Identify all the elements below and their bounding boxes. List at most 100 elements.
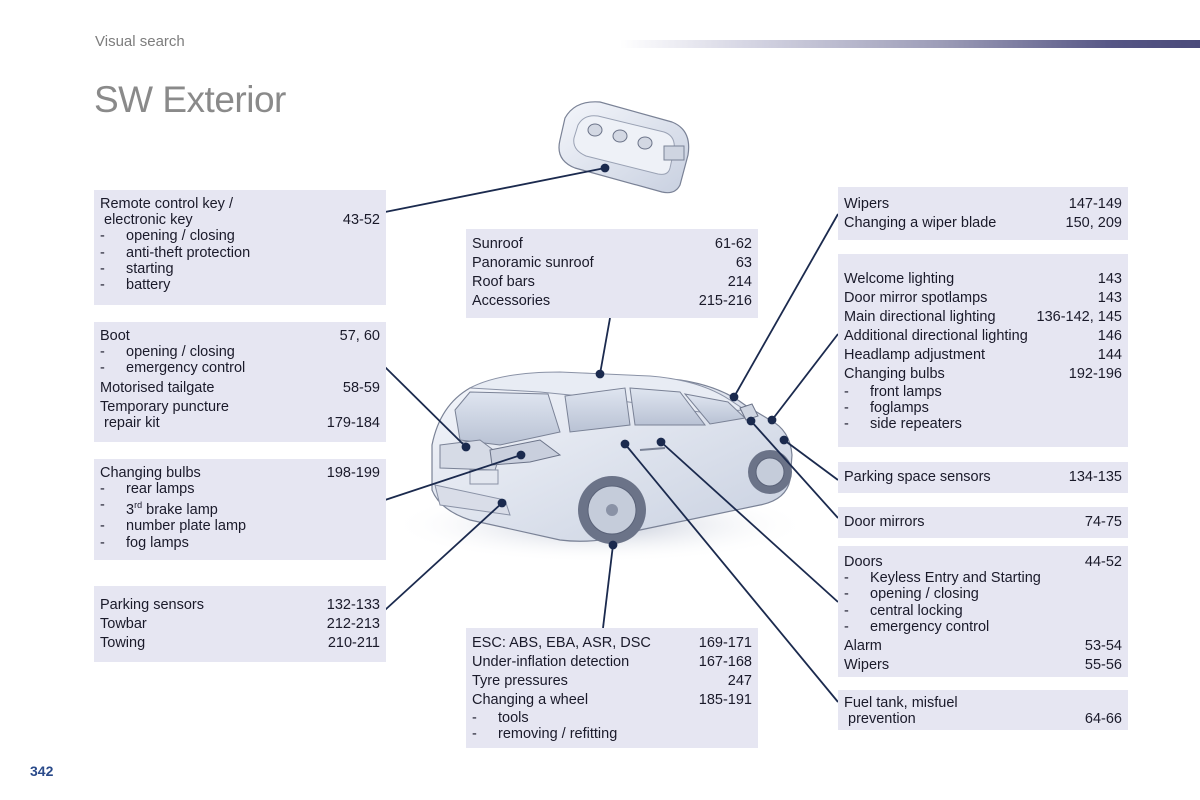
wipers-pages: 147-149 [1068,196,1122,212]
header-gradient-bar [620,40,1200,48]
estate-car-icon [390,371,810,563]
lighting-pages: 144 [1097,347,1122,363]
parking-space-label: Parking space sensors [844,469,991,485]
dash: - [844,416,849,432]
doors-pages: 44-52 [1084,554,1122,570]
lighting-pages: 143 [1097,290,1122,306]
boot-label: Boot [100,328,130,344]
dash: - [100,534,105,551]
brake-sup: rd [134,500,143,511]
lighting-sub-item: foglamps [870,400,929,416]
doors-sub-item: emergency control [870,618,990,635]
roof-label: Accessories [472,293,551,309]
dash: - [844,618,849,635]
lighting-label: Door mirror spotlamps [844,290,988,306]
roof-label: Panoramic sunroof [472,255,594,271]
doors-sub-item: central locking [870,602,963,619]
boot-pages: 57, 60 [339,328,380,344]
lighting-label: Headlamp adjustment [844,347,986,363]
roof-pages: 215-216 [698,293,752,309]
key-title-line1: Remote control key / [100,196,233,212]
fuel-line1: Fuel tank, misfuel [844,695,958,711]
wheels-sub-item: tools [498,710,529,726]
lighting-sub-item: front lamps [870,384,942,400]
section-label: Visual search [95,33,185,50]
wheels-pages: 169-171 [698,635,752,651]
lighting-pages: 192-196 [1068,366,1122,382]
lighting-label: Welcome lighting [844,271,955,287]
door-mirrors-box: Door mirrors 74-75 [838,507,1128,538]
lighting-label: Changing bulbs [844,366,945,382]
dash: - [844,384,849,400]
tailgate-pages: 58-59 [342,379,380,396]
key-pages: 43-52 [342,212,380,229]
wheels-label: ESC: ABS, EBA, ASR, DSC [472,635,651,651]
alarm-pages: 53-54 [1084,638,1122,655]
wipers-label: Wipers [844,196,890,212]
wheels-label: Tyre pressures [472,673,568,689]
parking-pages: 210-211 [327,635,380,651]
lighting-pages: 136-142, 145 [1036,309,1122,325]
dash: - [100,360,105,377]
wheels-pages: 167-168 [698,654,752,670]
rear-bulbs-box: Changing bulbs 198-199 - rear lamps - 3rd b… [94,459,386,560]
rear-bulbs-sub-item: fog lamps [126,534,189,551]
dash: - [472,726,477,742]
dash: - [472,710,477,726]
parking-space-box: Parking space sensors 134-135 [838,462,1128,493]
rear-bulbs-sub-item: 3rd brake lamp [126,497,218,518]
rear-bulbs-sub-item: rear lamps [126,481,195,498]
wheels-label: Under-inflation detection [472,654,630,670]
wipers-box: Wipers 147-149 Changing a wiper blade 150,… [838,187,1128,240]
dash: - [844,586,849,603]
key-sub-item: opening / closing [126,228,235,245]
doors-sub-item: opening / closing [870,586,979,603]
tailgate-label: Motorised tailgate [100,379,215,396]
doors-label: Doors [844,554,883,570]
doors-sub-item: Keyless Entry and Starting [870,570,1041,587]
rear-bulbs-label: Changing bulbs [100,465,201,481]
door-mirrors-pages: 74-75 [1084,514,1122,530]
page-number: 342 [30,763,54,779]
boot-sub-item: opening / closing [126,344,235,361]
key-sub-item: battery [126,277,171,294]
dash: - [100,344,105,361]
roof-pages: 63 [735,255,752,271]
roof-label: Roof bars [472,274,535,290]
lighting-pages: 146 [1097,328,1122,344]
lighting-label: Main directional lighting [844,309,996,325]
remote-key-fob-icon [558,101,690,194]
puncture-pages: 179-184 [326,415,380,432]
parking-space-pages: 134-135 [1068,469,1122,485]
door-mirrors-label: Door mirrors [844,514,925,530]
dash: - [844,400,849,416]
lighting-sub-item: side repeaters [870,416,962,432]
dash: - [100,481,105,498]
wheels-pages: 247 [727,673,752,689]
remote-key-box: Remote control key / electronic key 43-52… [94,190,386,305]
dash: - [844,570,849,587]
parking-pages: 132-133 [326,597,380,613]
wipers-label: Changing a wiper blade [844,215,997,231]
wheels-pages: 185-191 [698,692,752,708]
rear-bulbs-pages: 198-199 [326,465,380,481]
lighting-label: Additional directional lighting [844,328,1028,344]
doors-box: Doors 44-52 - Keyless Entry and Starting -… [838,546,1128,677]
key-title-line2: electronic key [104,212,193,229]
boot-sub-item: emergency control [126,360,246,377]
parking-label: Towing [100,635,146,651]
rear-bulbs-sub-item: number plate lamp [126,518,247,535]
dash: - [100,228,105,245]
fuel-line2: prevention [848,711,916,728]
lighting-pages: 143 [1097,271,1122,287]
wipers-pages: 150, 209 [1065,215,1122,231]
dash: - [100,518,105,535]
brake-prefix: 3 [126,502,135,519]
parking-label: Towbar [100,616,147,632]
doors-wipers-label: Wipers [844,657,890,674]
page-title: SW Exterior [94,79,286,120]
lighting-box: Welcome lighting 143 Door mirror spotlamp… [838,254,1128,447]
